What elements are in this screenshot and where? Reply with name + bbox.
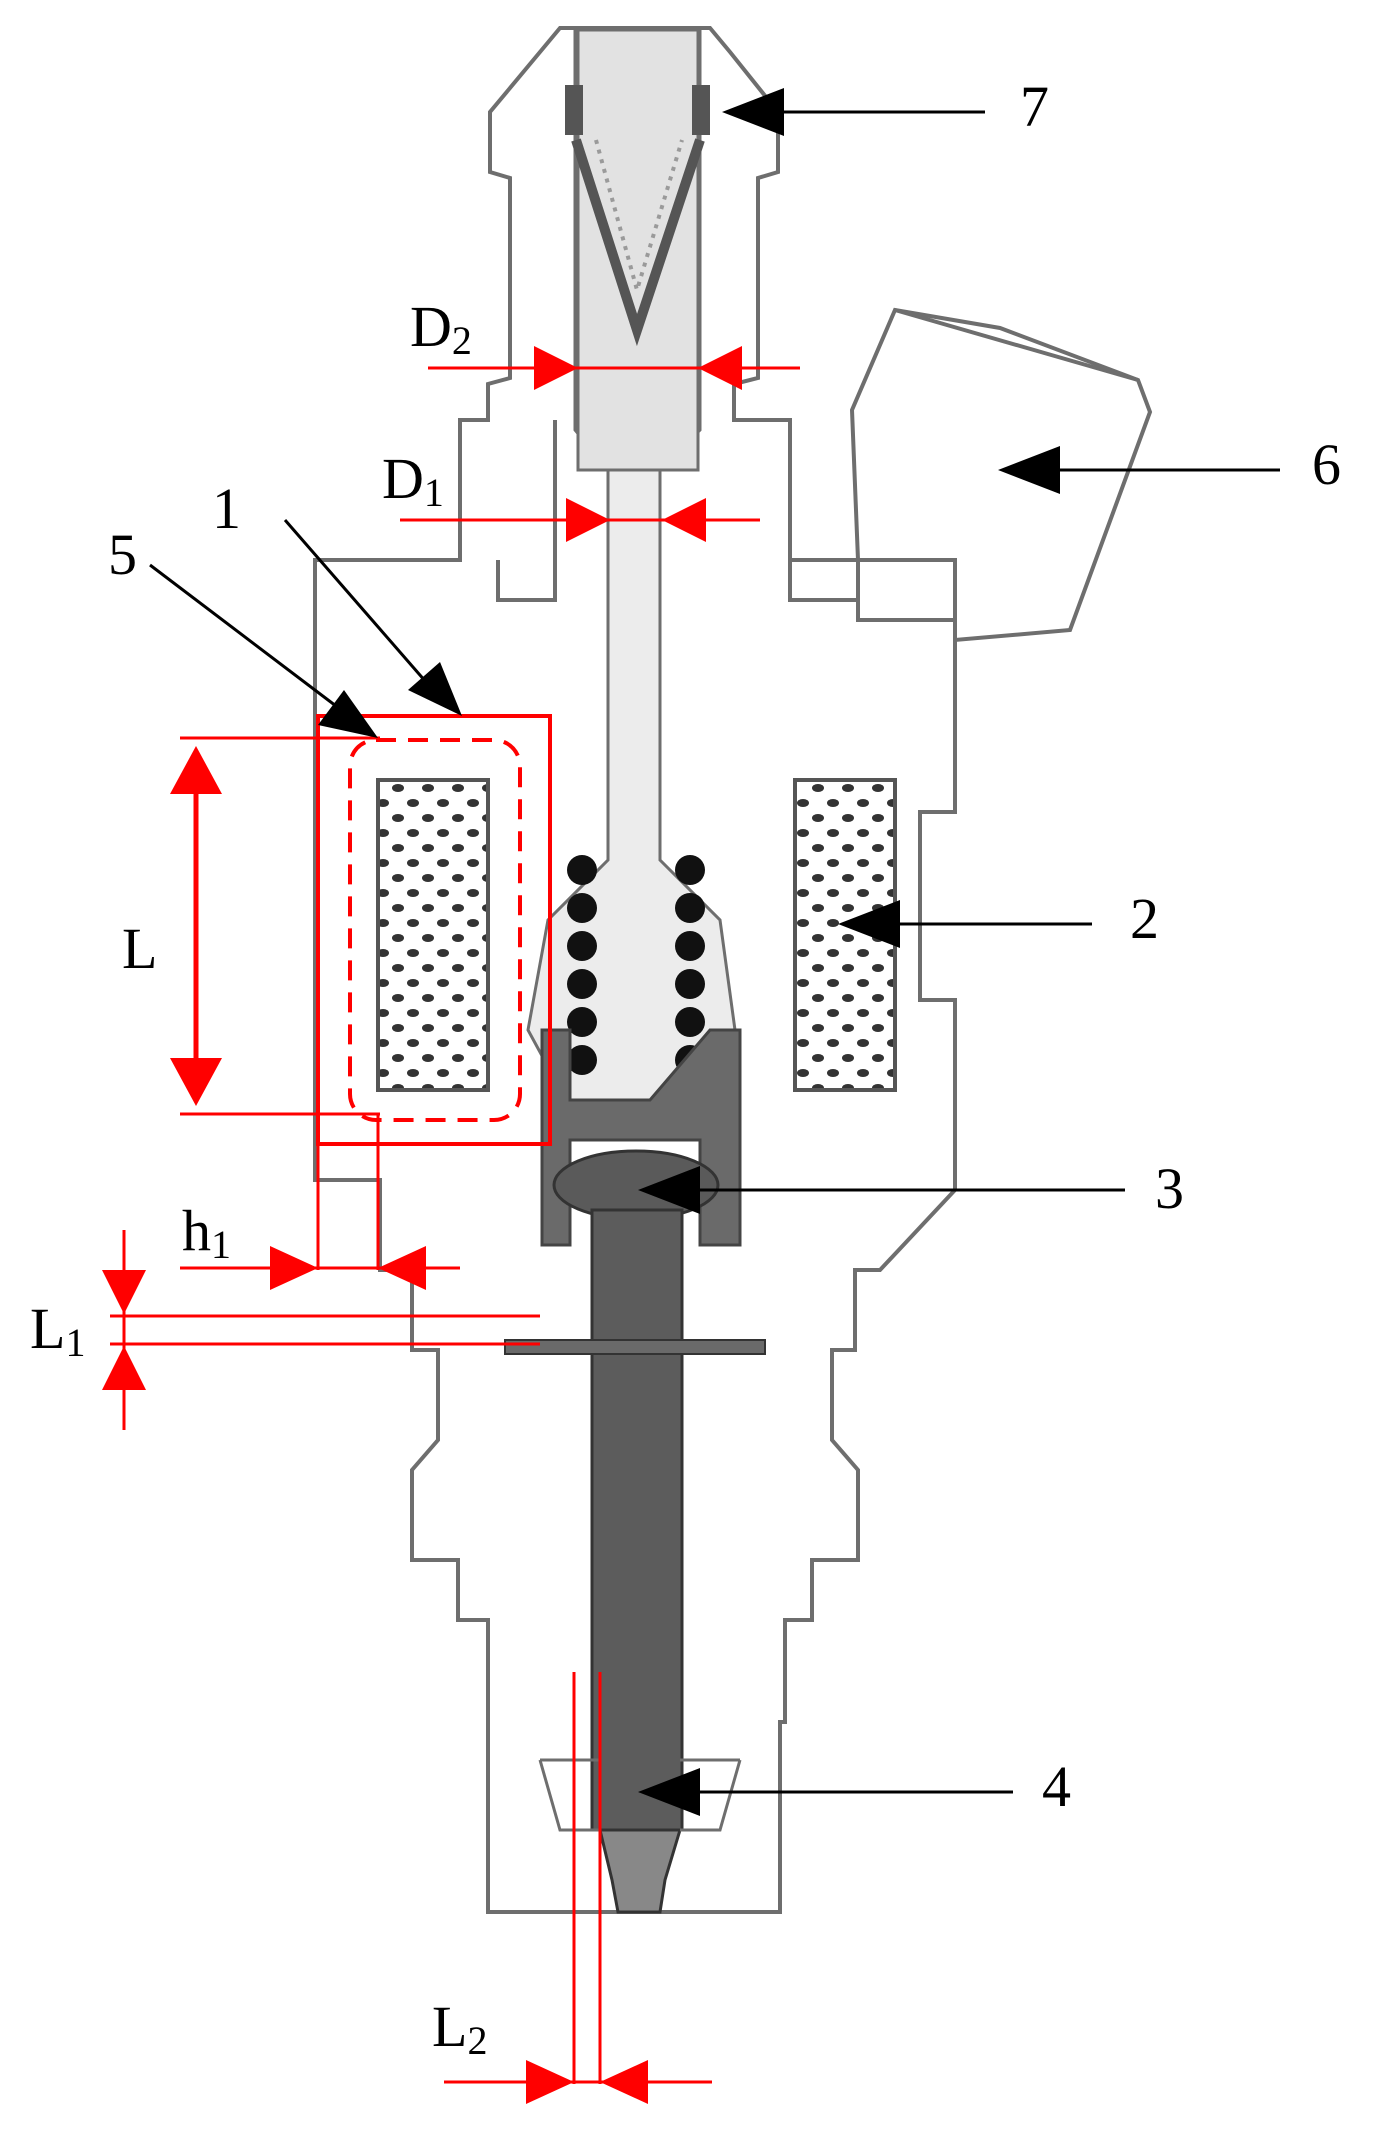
injector-body — [313, 26, 957, 1914]
dim-D2-label: D2 — [410, 294, 472, 363]
armature-needle — [504, 1028, 766, 1914]
callout-5: 5 — [108, 522, 137, 587]
dim-L2-label: L2 — [432, 1994, 487, 2063]
labels: 7 6 2 3 4 5 1 L D2 D1 h1 L1 L2 — [30, 74, 1341, 2063]
electrical-connector — [849, 307, 1153, 643]
region-box-1 — [316, 714, 552, 1146]
region-box-5 — [348, 738, 522, 1122]
needle-shaft — [590, 1208, 684, 1832]
dim-h1-label: h1 — [182, 1198, 231, 1267]
dim-D1-label: D1 — [382, 446, 444, 515]
callout-4: 4 — [1042, 1754, 1071, 1819]
dim-L1-label: L1 — [30, 1296, 85, 1365]
callout-7: 7 — [1020, 74, 1049, 139]
fuel-channel — [526, 28, 737, 1102]
return-spring — [567, 855, 705, 1075]
leader-arrows — [149, 88, 1280, 1816]
callout-3: 3 — [1155, 1156, 1184, 1221]
dim-L-label: L — [122, 916, 157, 981]
callout-6: 6 — [1312, 432, 1341, 497]
solenoid-coils — [376, 778, 897, 1092]
callout-1: 1 — [212, 476, 241, 541]
callout-2: 2 — [1130, 886, 1159, 951]
dimension-annotations — [102, 346, 800, 2104]
inlet-filter — [565, 85, 710, 347]
